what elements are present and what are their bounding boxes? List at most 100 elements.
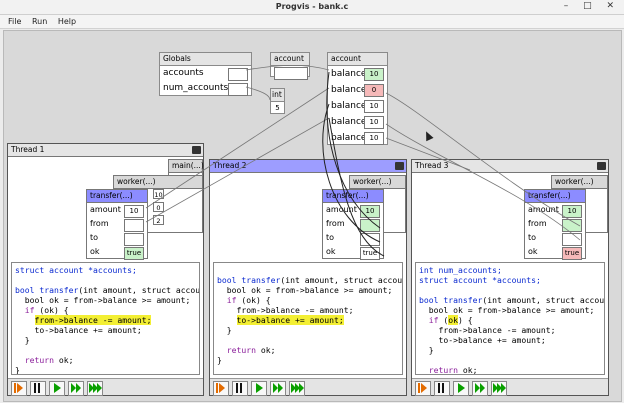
account-pointer-title: account * — [271, 53, 309, 66]
lock-icon[interactable] — [192, 146, 201, 154]
play-icon — [54, 383, 61, 393]
transfer-frame-title: transfer(...) — [87, 190, 147, 203]
worker-value[interactable]: 2 — [153, 215, 164, 225]
thread-panel-3[interactable]: Thread 3worker(...)1002transfer(...)amou… — [411, 159, 609, 396]
balance-value-slot[interactable]: 10 — [364, 116, 384, 129]
minimize-icon[interactable]: – — [564, 1, 575, 11]
step-first-button[interactable] — [415, 381, 431, 396]
source-code[interactable]: int num_accounts; struct account *accoun… — [415, 262, 605, 375]
menu-file[interactable]: File — [8, 17, 21, 26]
var-value-slot[interactable]: true — [360, 247, 380, 260]
worker-value[interactable]: 0 — [153, 202, 164, 212]
code-line: return ok; — [15, 355, 196, 365]
worker-value[interactable]: 10 — [153, 189, 164, 199]
close-icon[interactable]: ✕ — [606, 1, 620, 11]
play-icon — [256, 383, 263, 393]
fast-forward-button[interactable] — [472, 381, 488, 396]
account-array-box[interactable]: account balance10balance0balance10balanc… — [327, 52, 388, 145]
code-line: if (ok) { — [217, 295, 399, 305]
run-fast-button[interactable] — [491, 381, 507, 396]
fff-icon — [97, 383, 102, 393]
source-code[interactable]: struct account *accounts; bool transfer(… — [11, 262, 200, 375]
int-box[interactable]: int 5 — [270, 88, 285, 114]
account-pointer-slot[interactable] — [274, 67, 308, 80]
code-line: int num_accounts; — [419, 265, 601, 275]
code-line — [15, 275, 196, 285]
pause-button[interactable] — [434, 381, 450, 396]
account-balance-row: balance10 — [328, 130, 387, 146]
code-line: if (ok) { — [15, 305, 196, 315]
globals-title: Globals — [160, 53, 251, 66]
account-balance-row: balance10 — [328, 98, 387, 114]
var-from: from — [525, 217, 585, 231]
var-to: to — [323, 231, 383, 245]
code-line: bool transfer(int amount, struct accou — [15, 285, 196, 295]
pause-button[interactable] — [232, 381, 248, 396]
code-line: struct account *accounts; — [15, 265, 196, 275]
thread-title: Thread 3 — [412, 160, 608, 173]
code-line: } — [15, 365, 196, 375]
code-line: from->balance -= amount; — [419, 325, 601, 335]
fff-icon — [299, 383, 304, 393]
accounts-pointer-slot[interactable] — [228, 68, 248, 81]
step-arrow-icon — [219, 383, 225, 393]
fast-forward-button[interactable] — [68, 381, 84, 396]
code-line — [217, 265, 399, 275]
int-value: 5 — [271, 102, 284, 114]
window-titlebar: Progvis - bank.c – □ ✕ — [0, 0, 624, 15]
code-line: struct account *accounts; — [419, 275, 601, 285]
code-line: return ok; — [217, 345, 399, 355]
var-ok: oktrue — [87, 245, 147, 259]
pause-button[interactable] — [30, 381, 46, 396]
account-pointer-box[interactable]: account * — [270, 52, 310, 77]
menu-help[interactable]: Help — [58, 17, 76, 26]
play-button[interactable] — [453, 381, 469, 396]
transfer-frame[interactable]: transfer(...)amount10fromtooktrue — [322, 189, 384, 259]
window-controls: – □ ✕ — [564, 1, 620, 11]
run-fast-button[interactable] — [87, 381, 103, 396]
thread-title: Thread 1 — [8, 144, 203, 157]
account-balance-row: balance10 — [328, 66, 387, 82]
source-code[interactable]: bool transfer(int amount, struct accou b… — [213, 262, 403, 375]
lock-icon[interactable] — [597, 162, 606, 170]
code-line: return ok; — [419, 365, 601, 375]
code-line: from->balance -= amount; — [217, 305, 399, 315]
code-line: bool ok = from->balance >= amount; — [217, 285, 399, 295]
balance-value-slot[interactable]: 10 — [364, 100, 384, 113]
var-to: to — [525, 231, 585, 245]
ff-icon — [76, 383, 81, 393]
thread-panel-1[interactable]: Thread 1main(...)worker(...)1002transfer… — [7, 143, 204, 396]
thread-panel-2[interactable]: Thread 2worker(...)1013transfer(...)amou… — [209, 159, 407, 396]
transfer-frame[interactable]: transfer(...)amount10fromtooktrue — [86, 189, 148, 259]
transfer-frame[interactable]: transfer(...)amount10fromtooktrue — [524, 189, 586, 259]
worker-frame-title: worker(...) — [350, 176, 405, 189]
num-accounts-pointer-slot[interactable] — [228, 83, 248, 96]
code-line — [419, 355, 601, 365]
code-line: bool ok = from->balance >= amount; — [419, 305, 601, 315]
account-balance-row: balance10 — [328, 114, 387, 130]
lock-icon[interactable] — [395, 162, 404, 170]
play-button[interactable] — [49, 381, 65, 396]
thread-controls — [412, 378, 608, 395]
pause-icon — [34, 383, 36, 393]
var-value-slot[interactable]: true — [124, 247, 144, 260]
step-first-button[interactable] — [11, 381, 27, 396]
maximize-icon[interactable]: □ — [583, 1, 598, 11]
code-line — [419, 285, 601, 295]
fast-forward-button[interactable] — [270, 381, 286, 396]
code-line: to->balance += amount; — [419, 335, 601, 345]
menu-run[interactable]: Run — [32, 17, 47, 26]
var-from: from — [323, 217, 383, 231]
globals-box[interactable]: Globals accounts num_accounts — [159, 52, 252, 96]
balance-value-slot[interactable]: 0 — [364, 84, 384, 97]
var-amount: amount10 — [323, 203, 383, 217]
var-value-slot[interactable]: true — [562, 247, 582, 260]
step-first-button[interactable] — [213, 381, 229, 396]
play-button[interactable] — [251, 381, 267, 396]
balance-value-slot[interactable]: 10 — [364, 68, 384, 81]
run-fast-button[interactable] — [289, 381, 305, 396]
step-arrow-icon — [421, 383, 427, 393]
balance-value-slot[interactable]: 10 — [364, 132, 384, 145]
code-line: bool ok = from->balance >= amount; — [15, 295, 196, 305]
code-line: if (ok) { — [419, 315, 601, 325]
